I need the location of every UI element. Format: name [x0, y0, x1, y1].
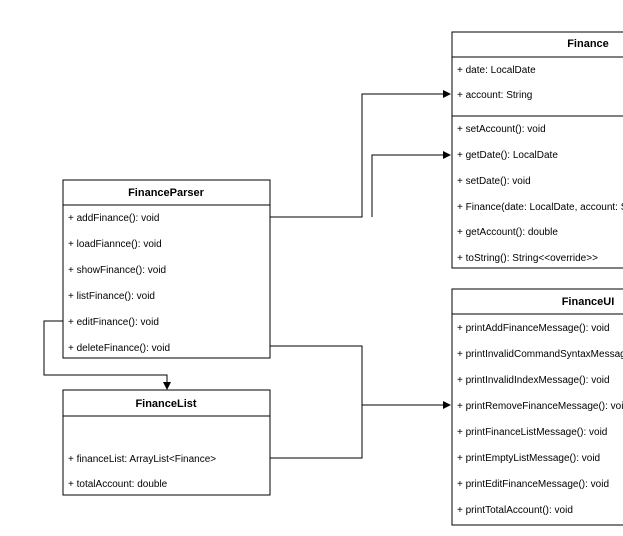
financeui-method-printinvalidcommandsyntax: + printInvalidCommandSyntaxMessage(): vo… [457, 349, 623, 360]
class-finance[interactable]: Finance + date: LocalDate + account: Str… [451, 31, 623, 269]
class-financeparser[interactable]: FinanceParser + addFinance(): void + loa… [62, 179, 271, 359]
finance-method-tostring: + toString(): String<<override>> [457, 253, 598, 264]
financeui-method-printfinancelist: + printFinanceListMessage(): void [457, 427, 607, 438]
finance-method-setaccount: + setAccount(): void [457, 124, 546, 135]
finance-method-setdate: + setDate(): void [457, 176, 531, 187]
connector-parser-to-finance-getdate [371, 151, 451, 217]
finance-method-constructor: + Finance(date: LocalDate, account: Stri… [457, 202, 623, 213]
connector-parser-to-finance-account [270, 90, 451, 218]
financeui-method-printaddfinance: + printAddFinanceMessage(): void [457, 323, 610, 334]
financeparser-method-addfinance: + addFinance(): void [68, 213, 159, 224]
financeui-method-printeditfinance: + printEditFinanceMessage(): void [457, 479, 609, 490]
financeparser-method-listfinance: + listFinance(): void [68, 291, 155, 302]
finance-attribute-account: + account: String [457, 90, 532, 101]
financeui-method-printtotalaccount: + printTotalAccount(): void [457, 505, 573, 516]
class-financeparser-title: FinanceParser [128, 187, 205, 199]
financeui-method-printemptylist: + printEmptyListMessage(): void [457, 453, 600, 464]
finance-method-getaccount: + getAccount(): double [457, 227, 558, 238]
financeparser-method-deletefinance: + deleteFinance(): void [68, 343, 170, 354]
finance-method-getdate: + getDate(): LocalDate [457, 150, 558, 161]
financeparser-method-loadfiannce: + loadFiannce(): void [68, 239, 162, 250]
connector-parser-to-financeui [270, 345, 451, 409]
class-financeui[interactable]: FinanceUI + printAddFinanceMessage(): vo… [451, 288, 623, 526]
financelist-attribute-financelist: + financeList: ArrayList<Finance> [68, 454, 216, 465]
connectors [43, 90, 451, 459]
class-financelist-title: FinanceList [135, 398, 196, 410]
financeui-method-printinvalidindex: + printInvalidIndexMessage(): void [457, 375, 610, 386]
financeparser-method-editfinance: + editFinance(): void [68, 317, 159, 328]
connector-financelist-to-financeui [270, 405, 363, 459]
class-finance-title: Finance [567, 38, 609, 50]
class-financelist[interactable]: FinanceList + financeList: ArrayList<Fin… [62, 389, 271, 496]
financeui-method-printremovefinance: + printRemoveFinanceMessage(): void [457, 401, 623, 412]
financeparser-method-showfinance: + showFinance(): void [68, 265, 166, 276]
financelist-attribute-totalaccount: + totalAccount: double [68, 479, 168, 490]
class-financeui-title: FinanceUI [562, 296, 615, 308]
finance-attribute-date: + date: LocalDate [457, 65, 536, 76]
connector-parser-to-financelist [43, 320, 171, 390]
